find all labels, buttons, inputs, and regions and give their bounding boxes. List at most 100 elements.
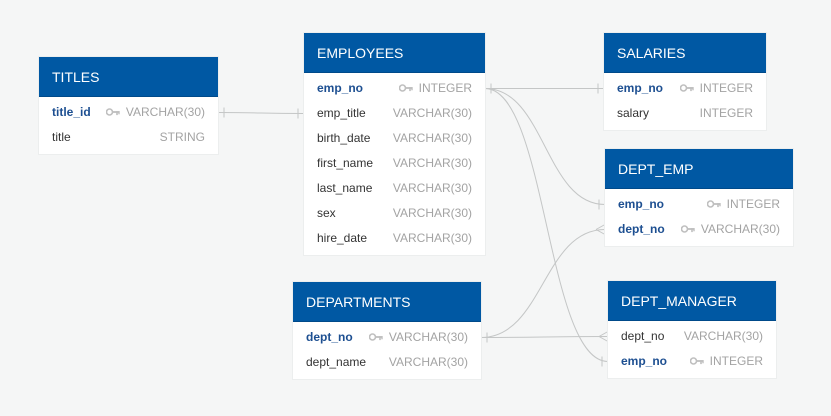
table-dept-manager[interactable]: DEPT_MANAGER dept_no VARCHAR(30) emp_no INTE… [608, 281, 776, 378]
column-row[interactable]: birth_date VARCHAR(30) [304, 126, 485, 151]
column-type-label: VARCHAR(30) [392, 181, 472, 195]
column-name: dept_no [621, 329, 665, 343]
column-type: VARCHAR(30) [368, 325, 468, 350]
relationship-link[interactable] [217, 112, 305, 114]
table-header[interactable]: DEPT_EMP [605, 149, 793, 189]
column-row[interactable]: hire_date VARCHAR(30) [304, 226, 485, 251]
column-name: sex [317, 206, 336, 220]
key-icon [105, 105, 126, 119]
column-type-label: VARCHAR(30) [392, 106, 472, 120]
column-type: VARCHAR(30) [389, 350, 468, 375]
column-type: VARCHAR(30) [105, 100, 205, 125]
column-type: INTEGER [689, 349, 763, 374]
column-type: VARCHAR(30) [393, 201, 472, 226]
column-type-label: VARCHAR(30) [388, 330, 468, 344]
table-dept-emp[interactable]: DEPT_EMP emp_no INTEGER dept_no VARCHAR(30) [605, 149, 793, 246]
column-type-label: INTEGER [709, 354, 763, 368]
column-name: birth_date [317, 131, 371, 145]
column-name: emp_no [317, 81, 364, 95]
column-row[interactable]: dept_no VARCHAR(30) [605, 217, 793, 242]
column-name: last_name [317, 181, 373, 195]
table-header[interactable]: TITLES [39, 57, 218, 97]
column-row[interactable]: dept_name VARCHAR(30) [293, 350, 481, 375]
table-columns: emp_no INTEGER dept_no VARCHAR(30) [605, 189, 793, 246]
column-name: emp_title [317, 106, 366, 120]
column-type: VARCHAR(30) [393, 226, 472, 251]
many-marker [598, 331, 609, 342]
column-type-label: INTEGER [418, 81, 472, 95]
column-name: emp_no [618, 197, 665, 211]
column-name: dept_name [306, 355, 367, 369]
column-type-label: INTEGER [699, 81, 753, 95]
column-row[interactable]: dept_no VARCHAR(30) [293, 325, 481, 350]
table-header[interactable]: EMPLOYEES [304, 33, 485, 73]
table-titles[interactable]: TITLES title_id VARCHAR(30) title STRING [39, 57, 218, 154]
column-row[interactable]: first_name VARCHAR(30) [304, 151, 485, 176]
column-type: INTEGER [700, 101, 753, 126]
table-columns: dept_no VARCHAR(30) emp_no INTEGER [608, 321, 776, 378]
column-row[interactable]: emp_no INTEGER [604, 76, 766, 101]
column-name: emp_no [621, 354, 668, 368]
column-type-label: VARCHAR(30) [392, 206, 472, 220]
column-row[interactable]: last_name VARCHAR(30) [304, 176, 485, 201]
column-row[interactable]: sex VARCHAR(30) [304, 201, 485, 226]
column-row[interactable]: emp_title VARCHAR(30) [304, 101, 485, 126]
relationship-link[interactable] [480, 336, 609, 338]
column-name: dept_no [306, 330, 353, 344]
table-header[interactable]: SALARIES [604, 33, 766, 73]
column-type: INTEGER [398, 76, 472, 101]
column-row[interactable]: title STRING [39, 125, 218, 150]
table-columns: title_id VARCHAR(30) title STRING [39, 97, 218, 154]
relationship-link[interactable] [480, 229, 606, 338]
column-type-label: INTEGER [726, 197, 780, 211]
column-row[interactable]: salary INTEGER [604, 101, 766, 126]
key-icon [368, 330, 389, 344]
column-type-label: VARCHAR(30) [700, 222, 780, 236]
column-type-label: STRING [159, 130, 205, 144]
column-type: VARCHAR(30) [684, 324, 763, 349]
relationship-link[interactable] [484, 88, 609, 362]
column-type: VARCHAR(30) [393, 176, 472, 201]
column-name: title_id [52, 105, 91, 119]
key-icon [680, 222, 701, 236]
column-type-label: VARCHAR(30) [392, 231, 472, 245]
column-type-label: VARCHAR(30) [392, 156, 472, 170]
column-row[interactable]: emp_no INTEGER [304, 76, 485, 101]
column-type-label: INTEGER [699, 106, 753, 120]
column-row[interactable]: dept_no VARCHAR(30) [608, 324, 776, 349]
key-icon [398, 81, 419, 95]
column-name: title [52, 130, 71, 144]
column-type: INTEGER [679, 76, 753, 101]
key-icon [706, 197, 727, 211]
relationship-link[interactable] [484, 88, 606, 205]
column-row[interactable]: emp_no INTEGER [608, 349, 776, 374]
key-icon [679, 81, 700, 95]
column-type-label: VARCHAR(30) [125, 105, 205, 119]
column-type: INTEGER [706, 192, 780, 217]
column-type: STRING [160, 125, 205, 150]
column-type: VARCHAR(30) [393, 151, 472, 176]
column-type-label: VARCHAR(30) [388, 355, 468, 369]
column-name: first_name [317, 156, 374, 170]
column-row[interactable]: emp_no INTEGER [605, 192, 793, 217]
table-header[interactable]: DEPARTMENTS [293, 282, 481, 322]
column-name: hire_date [317, 231, 368, 245]
column-name: emp_no [617, 81, 664, 95]
many-marker [595, 224, 606, 235]
column-name: salary [617, 106, 650, 120]
column-type: VARCHAR(30) [680, 217, 780, 242]
column-name: dept_no [618, 222, 665, 236]
column-row[interactable]: title_id VARCHAR(30) [39, 100, 218, 125]
table-header[interactable]: DEPT_MANAGER [608, 281, 776, 321]
column-type-label: VARCHAR(30) [683, 329, 763, 343]
key-icon [689, 354, 710, 368]
column-type: VARCHAR(30) [393, 101, 472, 126]
column-type-label: VARCHAR(30) [392, 131, 472, 145]
